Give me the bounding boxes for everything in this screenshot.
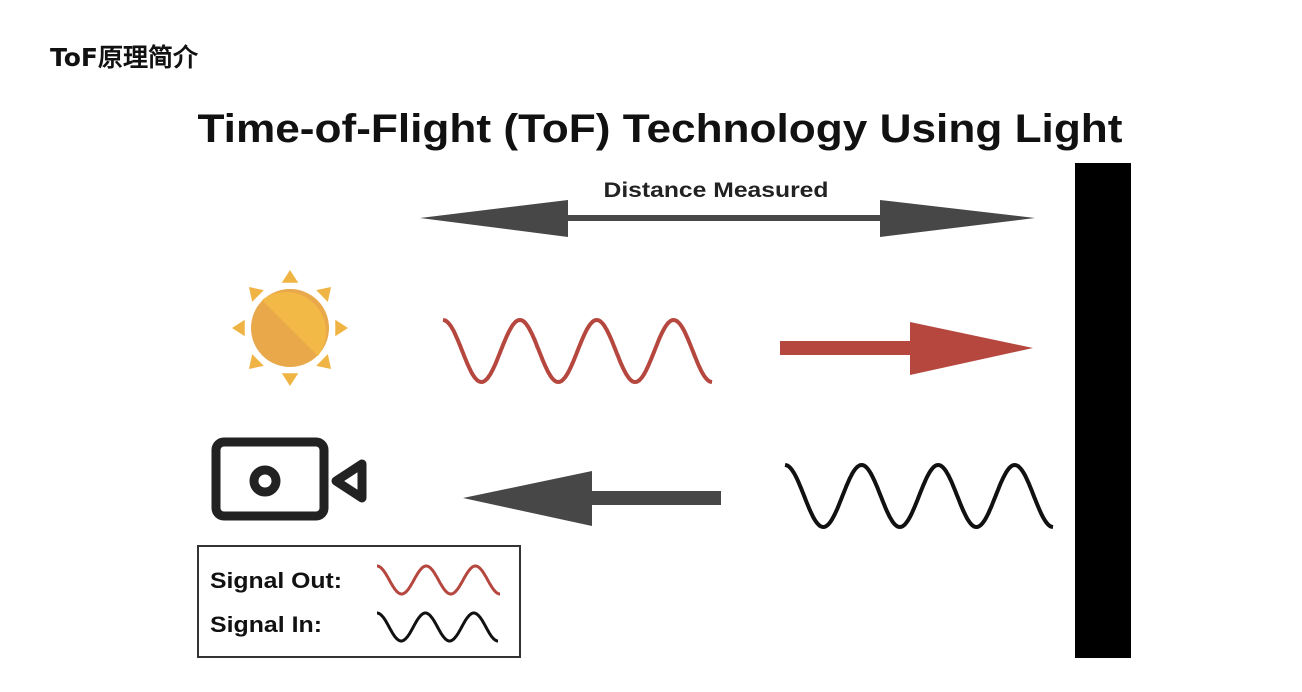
distance-arrow [420, 200, 1035, 237]
legend-signal-out-swatch [377, 564, 500, 596]
sun-ray [248, 354, 264, 370]
legend-signal-in-swatch [377, 611, 498, 643]
diagram-title: Time-of-Flight (ToF) Technology Using Li… [198, 107, 1123, 151]
sun-ray [232, 319, 245, 337]
sun-icon [232, 270, 348, 386]
incoming-arrow [463, 471, 721, 526]
sun-ray [316, 286, 332, 302]
signal-in-wave [784, 462, 1054, 530]
signal-out-wave [442, 317, 713, 385]
legend-signal-out-label: Signal Out: [210, 568, 342, 593]
page-heading: ToF原理简介 [50, 43, 198, 72]
legend-signal-in-label: Signal In: [210, 612, 322, 637]
target-wall [1075, 163, 1131, 658]
outgoing-arrow [780, 322, 1033, 375]
sun-ray [281, 270, 299, 283]
legend: Signal Out: Signal In: [197, 545, 521, 658]
sun-ray [335, 319, 348, 337]
sun-ray [248, 286, 264, 302]
sun-ray [281, 373, 299, 386]
sun-ray [316, 354, 332, 370]
distance-label: Distance Measured [604, 179, 829, 202]
camera-icon [211, 437, 367, 521]
